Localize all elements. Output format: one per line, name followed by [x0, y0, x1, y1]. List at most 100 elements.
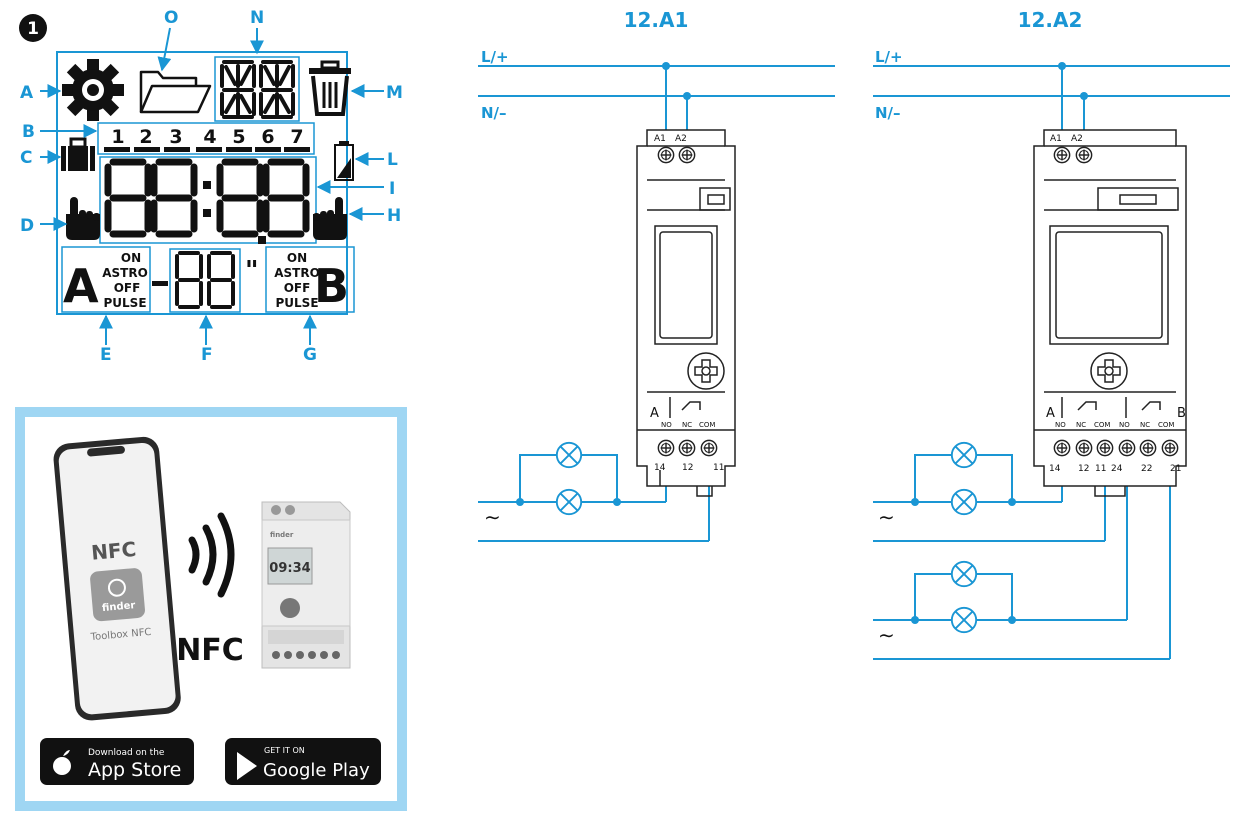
diagram-12a1-line-top: L/+: [481, 48, 509, 66]
channel-a-frame: [61, 246, 151, 313]
callout-A: A: [20, 83, 34, 103]
terminal-screw: [1139, 439, 1157, 457]
phone-brand: finder: [102, 600, 136, 614]
app-store-button[interactable]: Download on the App Store: [40, 738, 194, 785]
app-store-small: Download on the: [88, 748, 165, 758]
seconds-display: [175, 251, 235, 309]
diagram-12a2: 12.A2 L/+ N/– ∼ ∼: [873, 8, 1230, 660]
callout-H: H: [387, 206, 401, 226]
contact-nc: NC: [682, 421, 692, 429]
nfc-panel: NFC finder Toolbox NFC NFC finder 09:34: [15, 407, 407, 811]
time-display-frame: [99, 156, 317, 244]
relay-device-12a1: [636, 129, 736, 497]
phone-app-name: Toolbox NFC: [89, 627, 152, 643]
channel-a-letter: A: [63, 259, 99, 313]
terminal-11: 11: [713, 463, 724, 473]
day-6: 6: [261, 126, 274, 148]
channel-b-mode-on: ON: [287, 251, 307, 265]
diagram-12a2-title: 12.A2: [1018, 8, 1083, 32]
step-badge-number: 1: [27, 19, 39, 39]
terminal-screw: [1053, 439, 1071, 457]
channel-b-mode-pulse: PULSE: [275, 296, 318, 310]
day-5: 5: [232, 126, 245, 148]
channel-a-mode-on: ON: [121, 251, 141, 265]
channel-a-mode-pulse: PULSE: [103, 296, 146, 310]
channel-b-letter: B: [314, 259, 349, 313]
terminal-screw: [1053, 146, 1071, 164]
terminal-screw: [1075, 439, 1093, 457]
channel-label-a: A: [1046, 406, 1055, 421]
terminal-a1: A1: [1050, 134, 1062, 144]
contact-no: NO: [1055, 421, 1066, 429]
time-display: [104, 158, 310, 238]
contact-com: COM: [699, 421, 715, 429]
channel-label-b: B: [1177, 406, 1186, 421]
terminal-screw: [700, 439, 718, 457]
app-store-big: App Store: [88, 759, 181, 781]
terminal-21: 21: [1170, 464, 1181, 474]
day-3: 3: [169, 126, 182, 148]
terminal-a2: A2: [675, 134, 687, 144]
gear-icon: [62, 59, 124, 121]
diagram-12a1: 12.A1 L/+ N/– ∼: [478, 8, 835, 542]
terminal-14: 14: [1049, 464, 1061, 474]
lamp-icon: [555, 488, 583, 516]
callout-F: F: [201, 345, 213, 365]
relay-device-12a2: [1033, 129, 1187, 497]
google-play-icon: [237, 752, 257, 780]
lcd-section: 1: [19, 8, 403, 365]
google-play-big: Google Play: [263, 760, 370, 781]
device-display: 09:34: [269, 561, 310, 576]
callout-C: C: [20, 148, 32, 168]
apple-icon: [53, 750, 71, 775]
lamp-icon: [555, 441, 583, 469]
terminal-12: 12: [682, 463, 693, 473]
channel-b-frame: [265, 246, 355, 313]
phone-illustration: NFC finder Toolbox NFC: [53, 436, 181, 721]
lamp-icon: [950, 560, 978, 588]
callout-D: D: [20, 216, 34, 236]
contact-com: COM: [1158, 421, 1174, 429]
terminal-screw: [1075, 146, 1093, 164]
minus-sign: [152, 281, 168, 286]
terminal-screw: [1096, 439, 1114, 457]
google-play-button[interactable]: GET IT ON Google Play: [225, 738, 381, 785]
callout-B: B: [22, 122, 35, 142]
contact-nc: NC: [1140, 421, 1150, 429]
phone-nfc-text: NFC: [90, 537, 137, 565]
terminal-24: 24: [1111, 464, 1123, 474]
lamp-icon: [950, 488, 978, 516]
day-1: 1: [111, 126, 124, 148]
channel-a-mode-off: OFF: [114, 281, 141, 295]
day-row: 1 2 3 4 5 6 7: [104, 126, 310, 152]
time-colon: [203, 181, 266, 244]
folder-icon: [139, 70, 212, 114]
lamp-icon: [950, 606, 978, 634]
callout-arrows: [40, 27, 384, 345]
lamp-icon: [950, 441, 978, 469]
diagram-12a2-ac-2: ∼: [878, 623, 895, 647]
channel-b-mode-off: OFF: [284, 281, 311, 295]
diagram-12a1-ac: ∼: [484, 505, 501, 529]
battery-icon: [334, 141, 354, 181]
callout-I: I: [389, 179, 395, 199]
google-play-small: GET IT ON: [264, 746, 305, 755]
terminal-screw: [1161, 439, 1179, 457]
nfc-label: NFC: [176, 633, 244, 668]
briefcase-icon: [61, 137, 95, 171]
contact-no: NO: [661, 421, 672, 429]
day-2: 2: [139, 126, 152, 148]
channel-a-mode-astro: ASTRO: [102, 266, 148, 280]
seconds-mark: ": [245, 256, 259, 286]
terminal-11: 11: [1095, 464, 1106, 474]
day-row-frame: [97, 122, 315, 155]
terminal-screw: [657, 146, 675, 164]
terminal-a2: A2: [1071, 134, 1083, 144]
callout-G: G: [303, 345, 317, 365]
hand-left-icon: [66, 197, 100, 240]
callout-N: N: [250, 8, 264, 28]
diagram-12a2-line-top: L/+: [875, 48, 903, 66]
terminal-a1: A1: [654, 134, 666, 144]
alpha-display: [214, 56, 300, 122]
